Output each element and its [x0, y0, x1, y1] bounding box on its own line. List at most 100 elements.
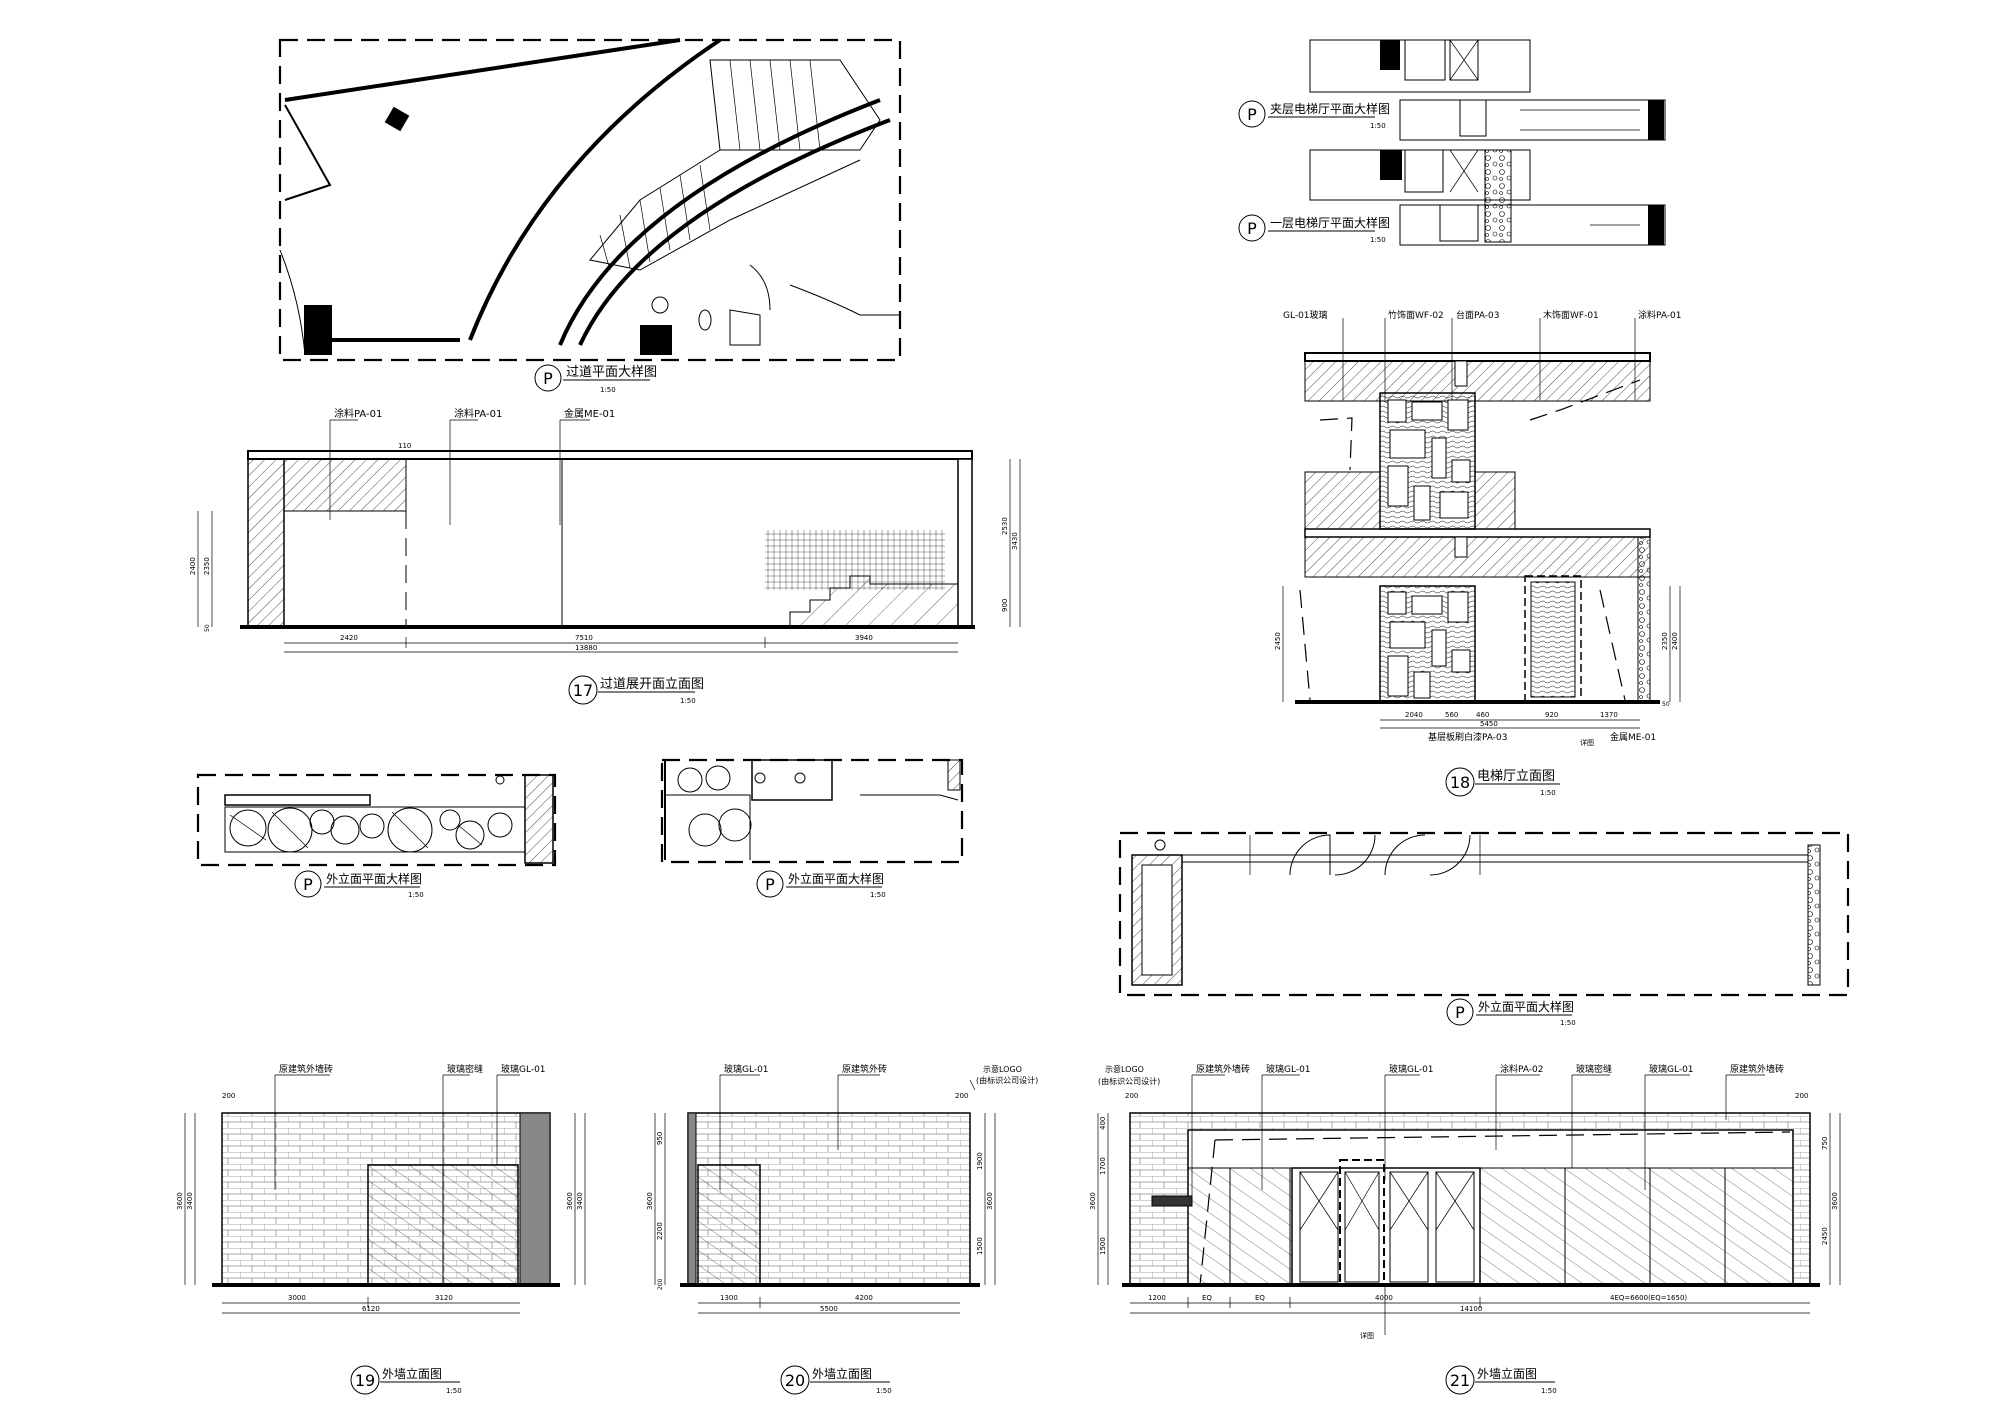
svg-text:涂料PA-02: 涂料PA-02	[1500, 1063, 1544, 1075]
svg-text:920: 920	[1545, 711, 1558, 719]
svg-text:外墙立面图: 外墙立面图	[1477, 1366, 1537, 1381]
svg-text:560: 560	[1445, 711, 1458, 719]
svg-text:外墙立面图: 外墙立面图	[382, 1366, 442, 1381]
svg-text:400: 400	[1099, 1117, 1107, 1130]
svg-text:涂料PA-01: 涂料PA-01	[1638, 309, 1682, 321]
mezzanine-lift-plan: P 夹层电梯厅平面大样图 1:50	[1238, 39, 1666, 141]
svg-text:涂料PA-01: 涂料PA-01	[454, 407, 502, 420]
svg-text:1:50: 1:50	[1541, 1387, 1557, 1395]
svg-text:4EQ=6600(EQ=1650): 4EQ=6600(EQ=1650)	[1610, 1294, 1687, 1302]
svg-text:5500: 5500	[820, 1305, 838, 1313]
svg-text:涂料PA-01: 涂料PA-01	[334, 407, 382, 420]
svg-text:1200: 1200	[1148, 1294, 1166, 1302]
svg-text:外墙立面图: 外墙立面图	[812, 1366, 872, 1381]
svg-text:20: 20	[785, 1371, 805, 1390]
logo-sign	[1151, 1195, 1193, 1207]
svg-text:玻璃密缝: 玻璃密缝	[1576, 1063, 1612, 1075]
svg-text:1500: 1500	[976, 1237, 984, 1255]
svg-text:750: 750	[1821, 1137, 1829, 1150]
corridor-elevation-title: 17 过道展开面立面图 1:50	[568, 675, 704, 705]
lift-elevation-title: 18 电梯厅立面图 1:50	[1445, 767, 1560, 797]
entrance-doors	[1291, 1159, 1481, 1286]
svg-text:3600: 3600	[566, 1192, 574, 1210]
svg-text:1:50: 1:50	[1370, 236, 1386, 244]
svg-text:3600: 3600	[176, 1192, 184, 1210]
svg-text:P: P	[1247, 219, 1257, 238]
corridor-plan: P 过道平面大样图 1:50	[278, 38, 902, 394]
svg-text:3120: 3120	[435, 1294, 453, 1302]
svg-text:200: 200	[955, 1092, 968, 1100]
svg-text:原建筑外砖: 原建筑外砖	[842, 1063, 887, 1075]
svg-text:18: 18	[1450, 773, 1470, 792]
svg-text:玻璃GL-01: 玻璃GL-01	[1266, 1063, 1311, 1075]
svg-text:2400: 2400	[189, 557, 197, 575]
wall20-title: 20 外墙立面图 1:50	[780, 1365, 892, 1395]
svg-text:P: P	[303, 875, 313, 894]
svg-text:3600: 3600	[646, 1192, 654, 1210]
svg-text:110: 110	[398, 442, 411, 450]
svg-text:4200: 4200	[855, 1294, 873, 1302]
svg-text:2420: 2420	[340, 634, 358, 642]
svg-text:2450: 2450	[1274, 632, 1282, 650]
wood-panel-upper	[1379, 392, 1476, 530]
svg-text:过道展开面立面图: 过道展开面立面图	[600, 677, 704, 692]
svg-text:3400: 3400	[576, 1192, 584, 1210]
svg-text:5450: 5450	[1480, 720, 1498, 728]
svg-text:1:50: 1:50	[408, 891, 424, 899]
column-icon	[384, 106, 410, 132]
svg-text:一层电梯厅平面大样图: 一层电梯厅平面大样图	[1270, 215, 1390, 230]
wall-elevation-21: 示意LOGO (由标识公司设计) 原建筑外墙砖 玻璃GL-01 玻璃GL-01 …	[1089, 1063, 1841, 1395]
svg-text:外立面平面大样图: 外立面平面大样图	[788, 871, 884, 886]
svg-text:1:50: 1:50	[1370, 122, 1386, 130]
svg-text:原建筑外墙砖: 原建筑外墙砖	[279, 1063, 333, 1075]
svg-text:P: P	[765, 875, 775, 894]
corridor-stair	[589, 59, 881, 271]
svg-text:14100: 14100	[1460, 1305, 1482, 1313]
svg-text:1:50: 1:50	[1540, 789, 1556, 797]
svg-text:详图: 详图	[1580, 738, 1594, 747]
svg-text:竹饰面WF-02: 竹饰面WF-02	[1388, 309, 1444, 321]
svg-text:2450: 2450	[1821, 1227, 1829, 1245]
svg-text:13880: 13880	[575, 644, 597, 652]
svg-text:1500: 1500	[1099, 1237, 1107, 1255]
svg-text:3600: 3600	[1089, 1192, 1097, 1210]
svg-text:玻璃GL-01: 玻璃GL-01	[501, 1063, 546, 1075]
svg-text:21: 21	[1450, 1371, 1470, 1390]
svg-text:200: 200	[1125, 1092, 1138, 1100]
svg-text:17: 17	[573, 681, 593, 700]
svg-text:2350: 2350	[1661, 632, 1669, 650]
svg-text:P: P	[1455, 1003, 1465, 1022]
svg-text:原建筑外墙砖: 原建筑外墙砖	[1730, 1063, 1784, 1075]
svg-text:1370: 1370	[1600, 711, 1618, 719]
svg-text:外立面平面大样图: 外立面平面大样图	[326, 871, 422, 886]
svg-text:详图: 详图	[1360, 1331, 1374, 1340]
svg-text:200: 200	[222, 1092, 235, 1100]
exterior-plan-c: P 外立面平面大样图 1:50	[1118, 831, 1850, 1027]
svg-text:900: 900	[1001, 599, 1009, 612]
svg-text:1:50: 1:50	[1560, 1019, 1576, 1027]
wall-elevation-20: 玻璃GL-01 原建筑外砖 示意LOGO (由标识公司设计) 1300 4200…	[646, 1063, 1038, 1395]
svg-text:460: 460	[1476, 711, 1489, 719]
svg-text:1:50: 1:50	[600, 386, 616, 394]
corridor-elevation: 涂料PA-01 涂料PA-01 金属ME-01 110 2420 7510 39…	[189, 407, 1021, 705]
wall-elevation-19: 原建筑外墙砖 玻璃密缝 玻璃GL-01 3000 3120 6120 3600 …	[176, 1063, 586, 1395]
svg-text:台面PA-03: 台面PA-03	[1456, 309, 1500, 321]
svg-text:3000: 3000	[288, 1294, 306, 1302]
svg-text:3600: 3600	[1831, 1192, 1839, 1210]
svg-text:1:50: 1:50	[876, 1387, 892, 1395]
wood-panel-lower	[1379, 585, 1476, 703]
exterior-plan-a: P 外立面平面大样图 1:50	[196, 773, 557, 899]
svg-text:50: 50	[204, 624, 211, 632]
svg-text:200: 200	[1795, 1092, 1808, 1100]
svg-text:电梯厅立面图: 电梯厅立面图	[1477, 769, 1555, 784]
svg-text:6120: 6120	[362, 1305, 380, 1313]
svg-text:(由标识公司设计): (由标识公司设计)	[976, 1075, 1038, 1085]
svg-text:1300: 1300	[720, 1294, 738, 1302]
svg-text:玻璃GL-01: 玻璃GL-01	[1389, 1063, 1434, 1075]
svg-text:1:50: 1:50	[680, 697, 696, 705]
svg-text:P: P	[1247, 105, 1257, 124]
svg-text:2530: 2530	[1001, 517, 1009, 535]
lift-lobby-elevation: GL-01玻璃 竹饰面WF-02 台面PA-03 木饰面WF-01 涂料PA-0…	[1274, 309, 1682, 797]
svg-text:原建筑外墙砖: 原建筑外墙砖	[1196, 1063, 1250, 1075]
